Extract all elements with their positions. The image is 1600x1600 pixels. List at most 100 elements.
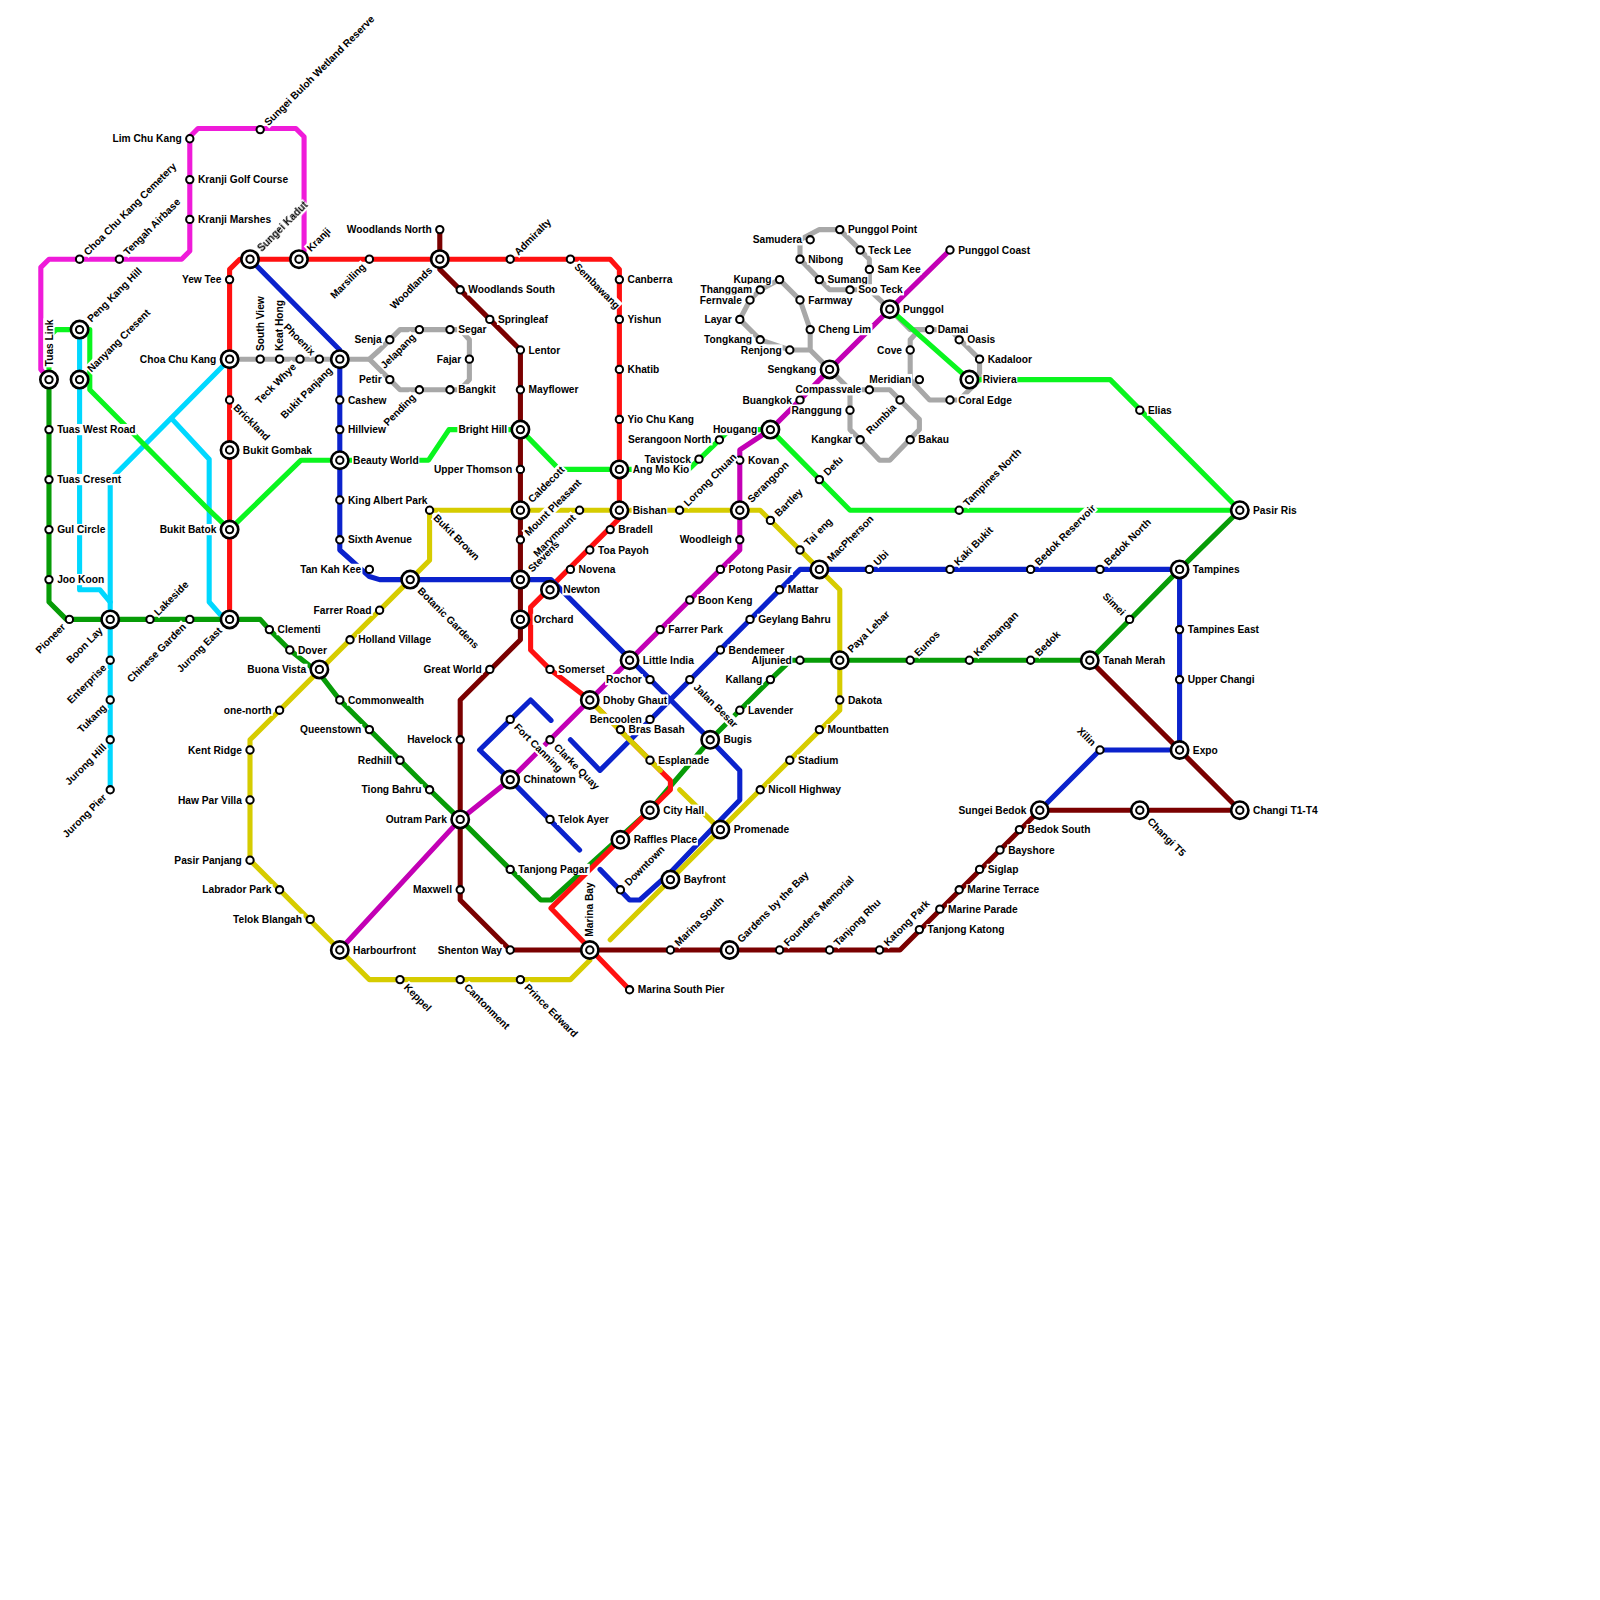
station-ring	[502, 771, 519, 788]
station-label: Choa Chu Kang	[139, 354, 218, 365]
station-marker	[336, 536, 343, 543]
station-ring	[716, 436, 723, 443]
station-marker	[71, 321, 88, 338]
interchange-core	[517, 426, 524, 433]
station-label: Kaki Bukit	[951, 524, 996, 569]
station-marker	[936, 906, 943, 913]
station-ring	[646, 676, 653, 683]
station-ring	[946, 566, 953, 573]
interchange-core	[586, 696, 593, 703]
station-label: Xilin	[1074, 724, 1099, 749]
station-label: Bishan	[632, 505, 668, 516]
station-ring	[621, 652, 638, 669]
station-ring	[336, 696, 343, 703]
station-ring	[286, 646, 293, 653]
station-label: Tavistock	[643, 454, 691, 465]
station-label: Kranji Marshes	[197, 214, 272, 225]
station-ring	[107, 786, 114, 793]
station-marker	[1027, 566, 1034, 573]
station-marker	[846, 286, 853, 293]
station-ring	[546, 816, 553, 823]
station-marker	[866, 386, 873, 393]
station-ring	[457, 976, 464, 983]
station-marker	[1027, 657, 1034, 664]
station-label: Jelapang	[378, 331, 419, 372]
interchange-core	[966, 376, 973, 383]
station-marker	[1136, 407, 1143, 414]
station-ring	[1131, 802, 1148, 819]
station-ring	[646, 716, 653, 723]
station-label: Marine Parade	[947, 904, 1019, 915]
interchange-core	[1236, 807, 1243, 814]
station-ring	[767, 676, 774, 683]
station-ring	[1031, 802, 1048, 819]
station-label: Woodlands North	[346, 224, 433, 235]
station-ring	[702, 731, 719, 748]
station-ring	[796, 256, 803, 263]
station-label: Bedok South	[1027, 824, 1092, 835]
station-ring	[1096, 746, 1103, 753]
station-ring	[512, 502, 529, 519]
station-ring	[517, 466, 524, 473]
interchange-core	[616, 507, 623, 514]
interchange-core	[646, 807, 653, 814]
station-label: Compassvale	[794, 384, 862, 395]
station-ring	[866, 266, 873, 273]
station-ring	[1096, 566, 1103, 573]
station-marker	[776, 586, 783, 593]
station-label: King Albert Park	[347, 494, 429, 505]
station-label: Jalan Besar	[691, 681, 741, 731]
station-label: Bedok North	[1101, 516, 1154, 569]
station-marker	[331, 351, 348, 368]
station-ring	[366, 566, 373, 573]
station-label: Sungei Buloh Wetland Reserve	[261, 13, 377, 129]
station-ring	[336, 426, 343, 433]
interchange-core	[717, 826, 724, 833]
station-marker	[866, 566, 873, 573]
station-marker	[716, 436, 723, 443]
interchange-core	[826, 366, 833, 373]
route-line	[430, 510, 840, 940]
interchange-core	[736, 507, 743, 514]
station-ring	[607, 526, 614, 533]
station-marker	[816, 276, 823, 283]
station-ring	[241, 251, 258, 268]
station-marker	[307, 916, 314, 923]
station-label: Mayflower	[528, 384, 580, 395]
station-ring	[796, 396, 803, 403]
station-marker	[736, 536, 743, 543]
station-ring	[746, 296, 753, 303]
station-label: Tanjong Katong	[927, 924, 1006, 935]
station-ring	[916, 376, 923, 383]
station-marker	[686, 596, 693, 603]
station-ring	[1171, 561, 1188, 578]
station-marker	[507, 716, 514, 723]
station-marker	[657, 626, 664, 633]
station-marker	[796, 546, 803, 553]
station-label: Tanjong Pagar	[517, 864, 589, 875]
station-label: Tuas Cresent	[56, 474, 122, 485]
station-ring	[266, 626, 273, 633]
station-ring	[776, 276, 783, 283]
station-marker	[807, 326, 814, 333]
station-marker	[607, 526, 614, 533]
station-label: Punggol Point	[847, 224, 918, 235]
interchange-core	[626, 657, 633, 664]
interchange-core	[436, 256, 443, 263]
station-ring	[1176, 676, 1183, 683]
station-label: Phoenix	[281, 321, 318, 358]
station-ring	[757, 286, 764, 293]
station-ring	[976, 356, 983, 363]
station-marker	[916, 926, 923, 933]
station-label: Cove	[876, 344, 903, 355]
station-label: Woodleigh	[679, 534, 733, 545]
station-marker	[1176, 626, 1183, 633]
station-marker	[221, 521, 238, 538]
station-marker	[581, 941, 598, 958]
station-marker	[586, 546, 593, 553]
station-label: Nibong	[807, 254, 844, 265]
station-marker	[1171, 561, 1188, 578]
station-marker	[331, 941, 348, 958]
station-label: Tai eng	[801, 515, 835, 549]
station-ring	[1136, 407, 1143, 414]
